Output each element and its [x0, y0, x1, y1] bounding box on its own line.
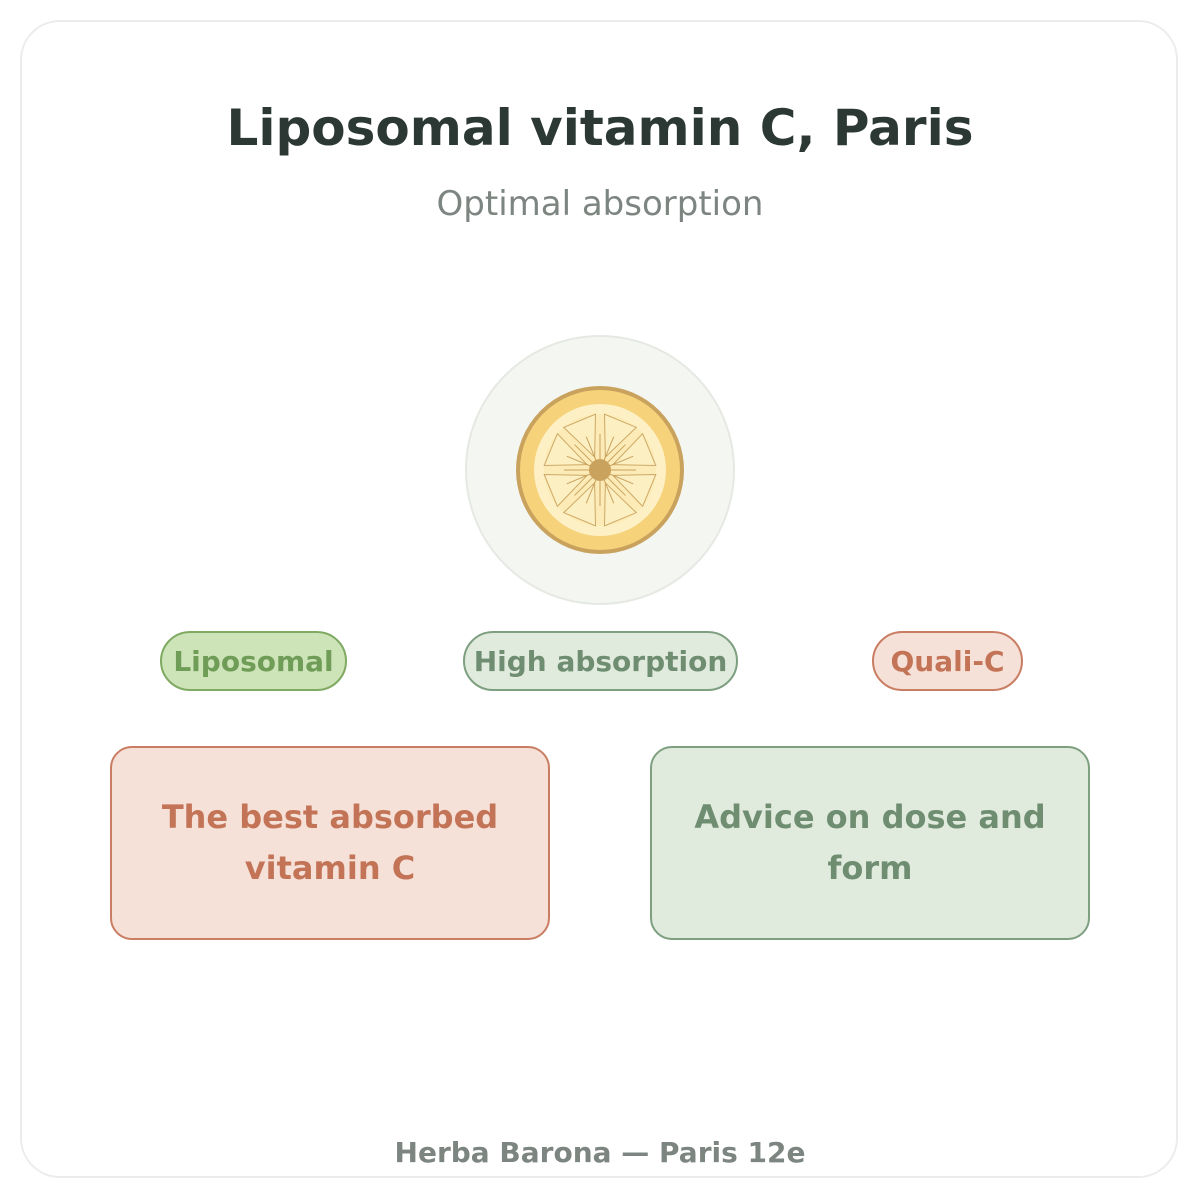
lemon-segment: [562, 413, 597, 459]
feature-box-advice: Advice on dose and form: [650, 746, 1090, 940]
feature-box-text: The best absorbed vitamin C: [161, 797, 499, 887]
lemon-segment: [562, 481, 597, 527]
tag-high-absorption: High absorption: [463, 631, 738, 691]
lemon-segment: [611, 432, 657, 467]
page-subtitle: Optimal absorption: [436, 184, 764, 224]
lemon-segment: [543, 473, 589, 508]
feature-box-text: Advice on dose and form: [694, 797, 1046, 887]
tag-quali-c: Quali-C: [872, 631, 1023, 691]
lemon-slice-icon: [465, 335, 735, 605]
page-title: Liposomal vitamin C, Paris: [226, 99, 974, 157]
lemon-segment: [611, 473, 657, 508]
footer-credit: Herba Barona — Paris 12e: [394, 1136, 806, 1169]
lemon-segment: [603, 413, 638, 459]
lemon-segment: [543, 432, 589, 467]
lemon-segment: [603, 481, 638, 527]
feature-box-best-absorbed: The best absorbed vitamin C: [110, 746, 550, 940]
tag-liposomal: Liposomal: [160, 631, 347, 691]
